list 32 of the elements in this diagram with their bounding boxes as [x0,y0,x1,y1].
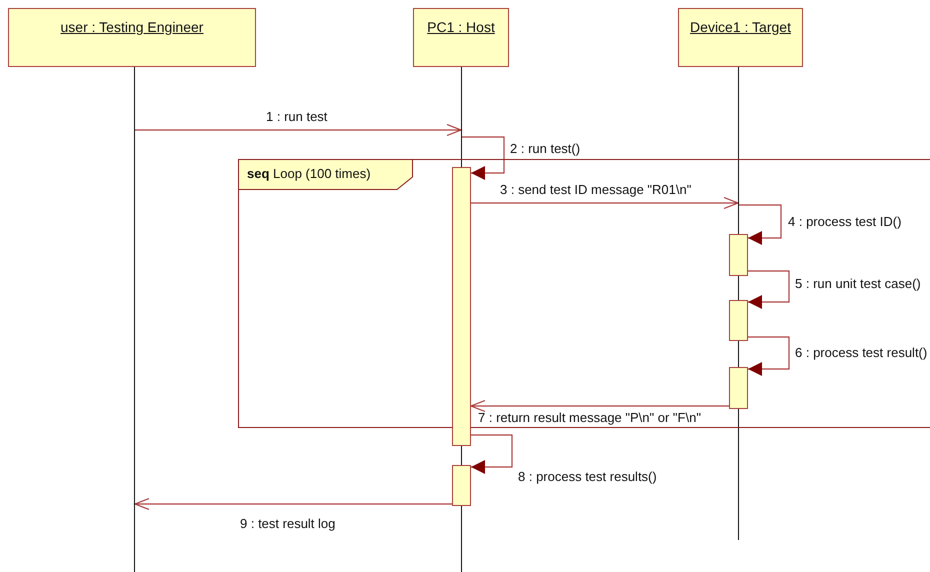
loop-fragment [238,159,930,428]
message-label: 3 : send test ID message "R01\n" [500,182,692,197]
activation-bar [452,167,471,446]
message-label: 1 : run test [266,109,328,124]
activation-bar [729,300,748,341]
message-label: 4 : process test ID() [788,214,902,229]
fragment-label: seq Loop (100 times) [247,166,371,182]
message-arrow [135,124,462,136]
self-message-arrow [748,270,790,309]
message-label: 8 : process test results() [518,469,657,484]
message-label: 7 : return result message "P\n" or "F\n" [478,410,701,425]
lifeline [134,67,135,572]
message-label: 6 : process test result() [795,345,928,360]
lifeline-header [8,8,256,67]
message-arrow [134,498,452,510]
lifeline-header [413,8,509,67]
lifeline-name: PC1 : Host [427,19,495,35]
message-label: 9 : test result log [240,516,336,531]
lifeline-name: Device1 : Target [690,19,791,35]
activation-bar [452,465,471,506]
self-message-arrow [471,434,513,474]
lifeline-header [678,8,803,67]
message-label: 5 : run unit test case() [795,276,921,291]
activation-bar [729,234,748,276]
lifeline-name: user : Testing Engineer [60,19,204,35]
message-arrow [470,400,729,412]
activation-bar [729,367,748,409]
self-message-arrow [739,204,782,245]
self-message-arrow [748,336,790,376]
message-label: 2 : run test() [510,141,580,156]
self-message-arrow [462,136,505,180]
message-arrow [471,196,739,210]
